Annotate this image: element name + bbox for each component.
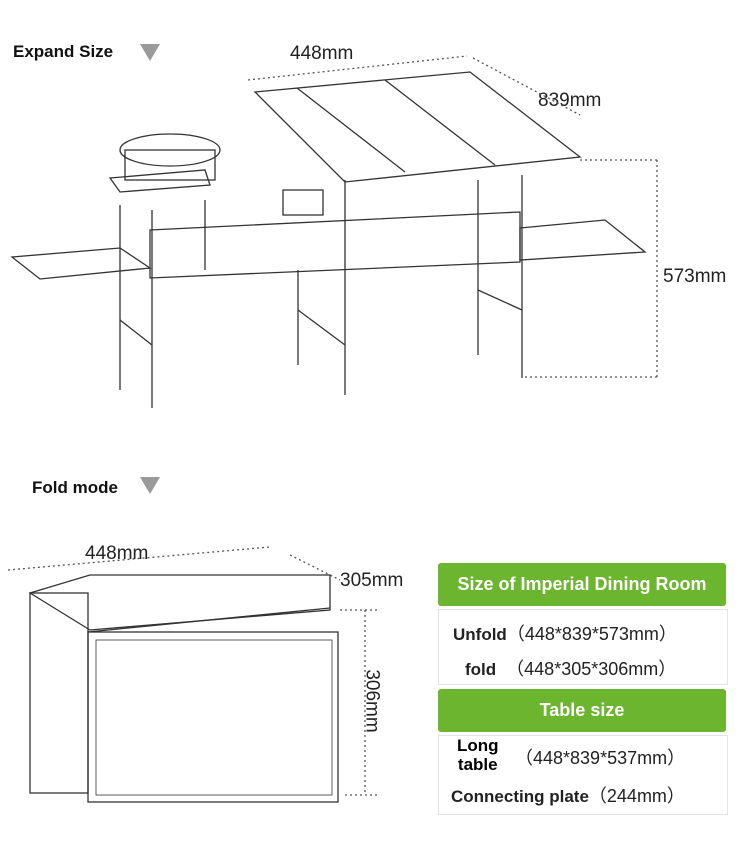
spec-value: （448*839*573mm） [506, 624, 677, 644]
spec-header-table-size: Table size [438, 689, 726, 732]
expand-height-label: 573mm [663, 266, 727, 287]
spec-header-dining-room: Size of Imperial Dining Room [438, 563, 726, 606]
expand-size-title: Expand Size [13, 42, 114, 61]
spec-value: （448*305*306mm） [506, 659, 677, 679]
spec-row-unfold: Unfold（448*839*573mm） [453, 620, 727, 646]
fold-mode-title: Fold mode [32, 478, 118, 497]
spec-label: Connecting plate [451, 787, 589, 806]
fold-width-label: 448mm [85, 543, 149, 564]
spec-row-fold: fold （448*305*306mm） [465, 655, 727, 681]
fold-height-label: 306mm [361, 669, 383, 733]
spec-label: fold [465, 660, 497, 679]
spec-box-dining-room: Unfold（448*839*573mm） fold （448*305*306mm… [438, 609, 728, 685]
spec-label-line: Long [457, 736, 499, 755]
spec-value: （244mm） [588, 786, 685, 806]
triangle-down-icon [140, 477, 160, 494]
spec-label: Unfold [453, 625, 507, 644]
spec-label-line: table [457, 755, 498, 774]
expand-width-label: 448mm [290, 43, 354, 64]
spec-value-long-table: （448*839*537mm） [515, 748, 686, 768]
spec-row-connecting-plate: Connecting plate（244mm） [451, 782, 727, 808]
fold-depth-label: 305mm [340, 570, 404, 591]
triangle-down-icon [140, 44, 160, 61]
expand-length-label: 839mm [538, 90, 602, 111]
